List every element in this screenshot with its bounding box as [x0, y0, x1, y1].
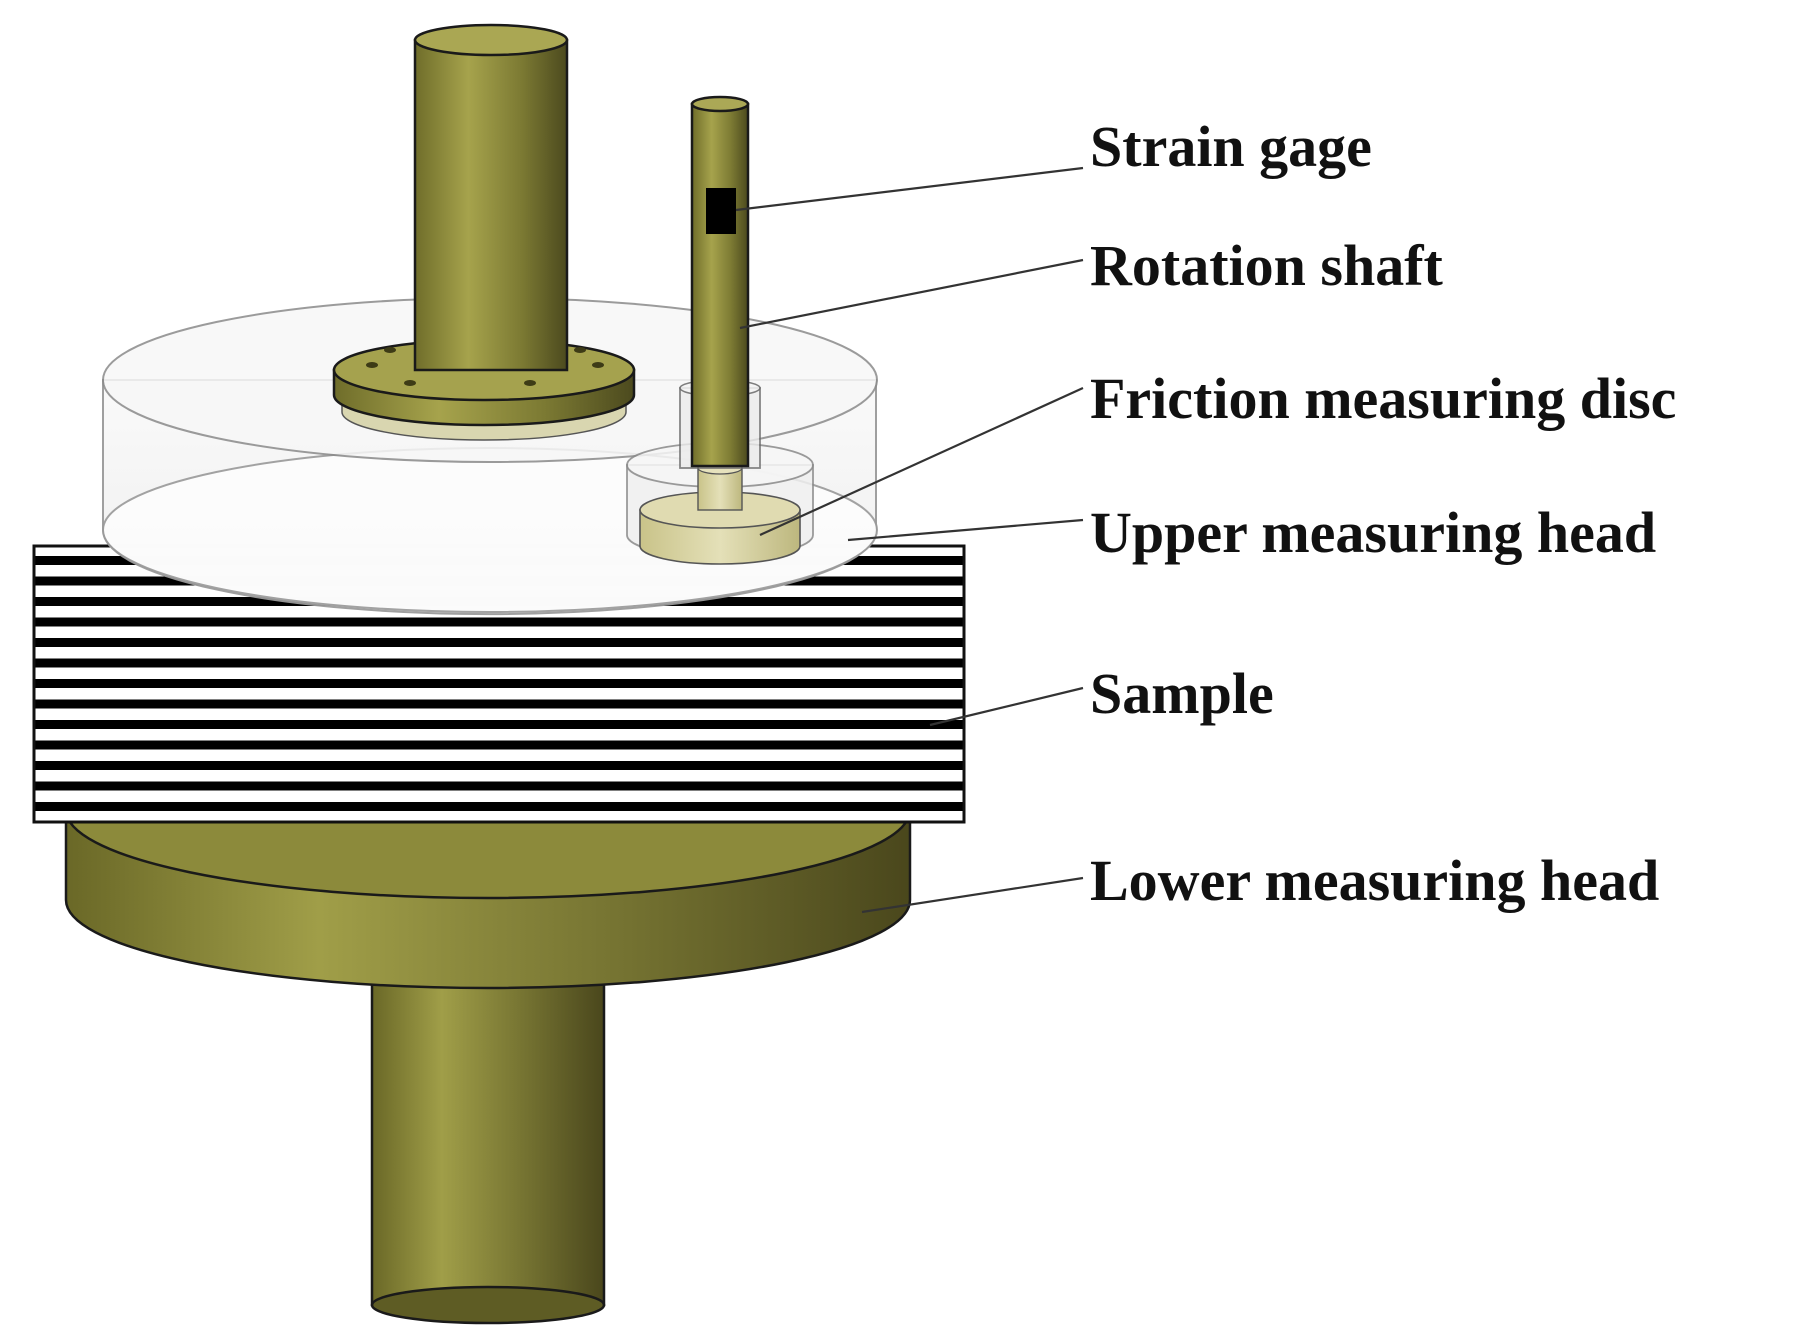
sample-stripe — [34, 658, 964, 668]
sample-stripe — [34, 617, 964, 627]
flange-bolt-holes — [366, 347, 604, 386]
leader-rotation-shaft — [739, 258, 1084, 330]
sample-stripe — [34, 802, 964, 811]
top-shaft — [413, 38, 569, 372]
sample-stripe — [34, 638, 964, 647]
sample-stripe — [34, 781, 964, 791]
leader-upper-head — [847, 518, 1084, 542]
leader-lines — [735, 166, 1084, 914]
sample-stripe — [34, 761, 964, 770]
leader-lower-head — [861, 876, 1084, 914]
top-shaft-assembly — [332, 23, 636, 441]
label-friction-measuring-disc: Friction measuring disc — [1090, 366, 1676, 431]
callout-labels: Strain gage Rotation shaft Friction meas… — [1090, 114, 1676, 913]
label-strain-gage: Strain gage — [1090, 114, 1372, 179]
top-shaft-cap — [413, 23, 569, 57]
sample-stripe — [34, 720, 964, 729]
lower-shaft-bottom — [370, 1285, 606, 1325]
label-upper-measuring-head: Upper measuring head — [1090, 500, 1656, 565]
strain-gage-block — [706, 188, 736, 234]
leader-strain-gage — [735, 166, 1084, 212]
sample-stripe — [34, 740, 964, 750]
leader-friction-disc — [759, 386, 1084, 537]
sample-stripe — [34, 679, 964, 688]
rotation-shaft — [690, 95, 750, 468]
label-rotation-shaft: Rotation shaft — [1090, 233, 1444, 298]
lower-shaft — [370, 948, 606, 1307]
leader-sample — [929, 686, 1084, 727]
label-sample: Sample — [1090, 661, 1274, 726]
sample-stripe — [34, 699, 964, 709]
label-lower-measuring-head: Lower measuring head — [1090, 848, 1659, 913]
